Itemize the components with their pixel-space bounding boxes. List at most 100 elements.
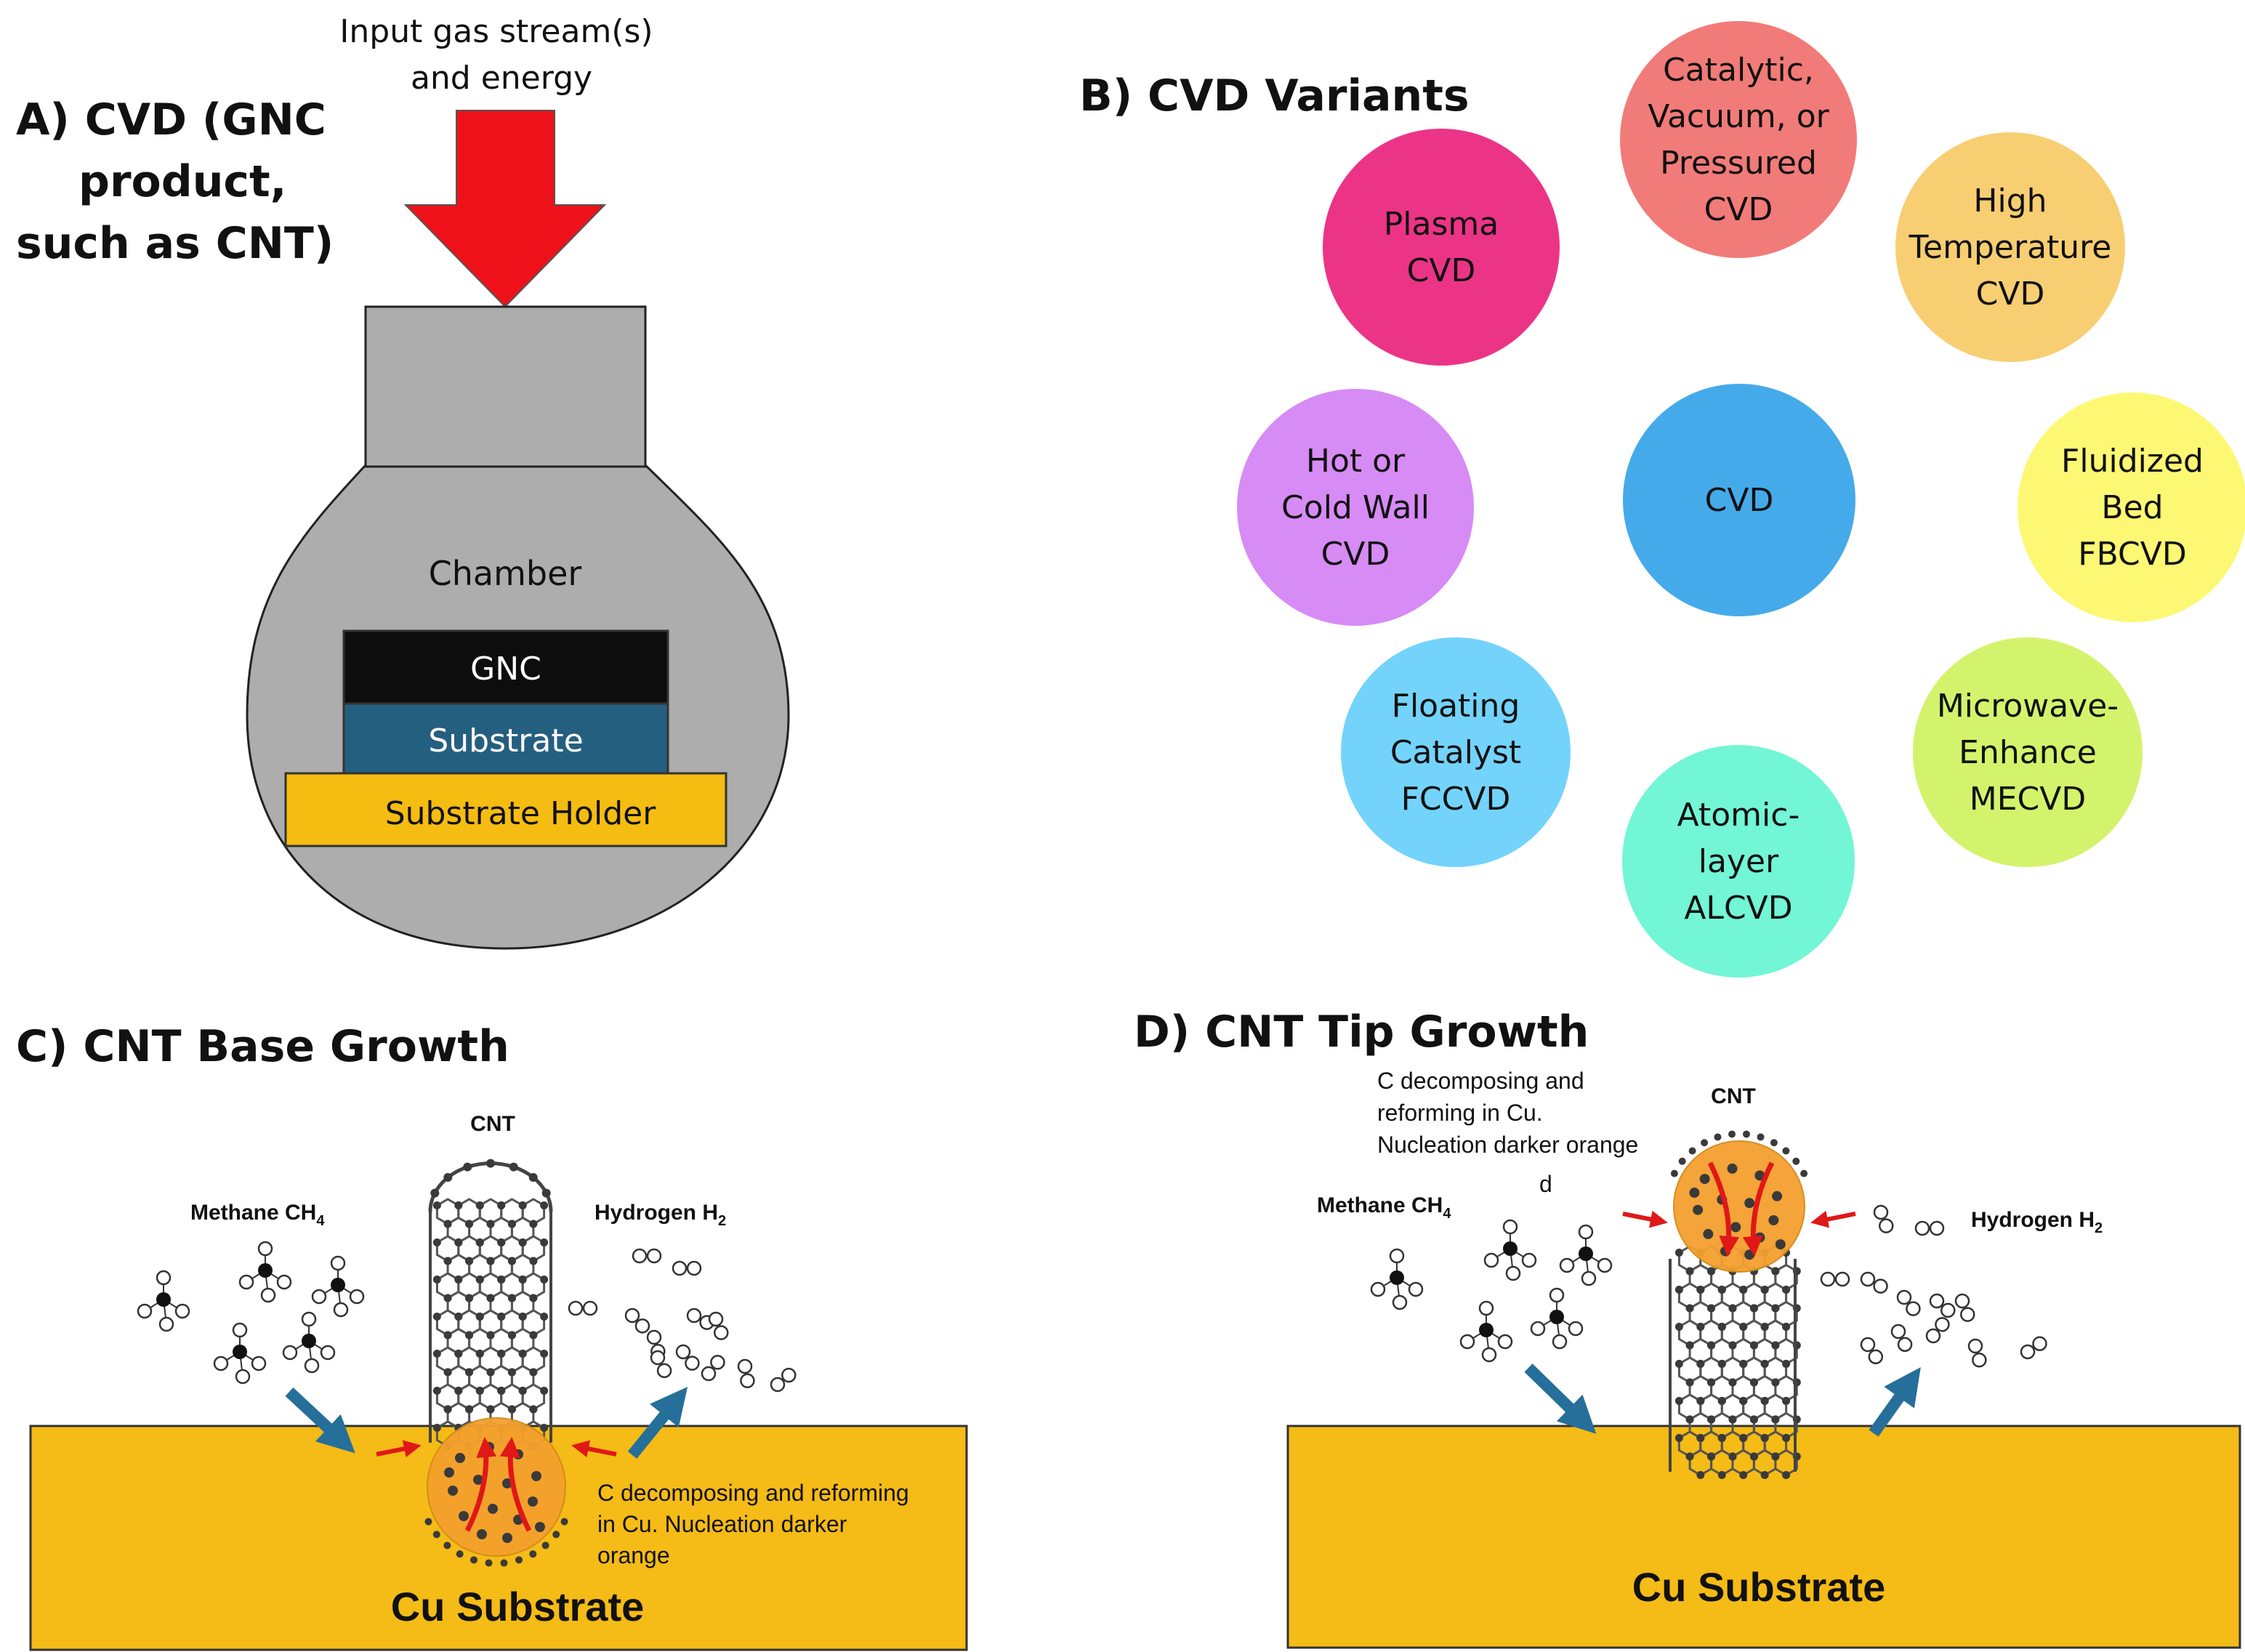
cnt-carbon-atom [540,1387,549,1395]
variant-disc [1895,132,2125,362]
cnt-carbon-atom [1685,1452,1694,1461]
hydrogen-atom [1972,1353,1987,1368]
cnt-carbon-atom [443,1368,452,1377]
variant-2-label-line: Fluidized [2061,443,2204,480]
methane-molecule [1530,1287,1584,1350]
cnt-carbon-atom [529,1368,538,1377]
variant-disc [1622,745,1855,978]
note-d: C decomposing and reforming in Cu. Nucle… [1377,1068,1645,1197]
cnt-carbon-atom [432,1424,441,1432]
hydrogen-molecule [1890,1323,1913,1353]
input-arrow-icon [403,110,607,308]
cnt-carbon-atom [1717,1360,1726,1368]
hydrogen-atom [650,1350,666,1366]
variant-1-label-line: CVD [1976,275,2045,313]
cnt-carbon-atom [1739,1360,1748,1368]
hydrogen-atom [1392,1294,1408,1310]
hydrogen-molecule [624,1308,650,1334]
hydrogen-atom [1389,1248,1405,1264]
hydrogen-molecule [1873,1204,1894,1233]
methane-molecule [213,1322,267,1385]
cnt-carbon-atom [518,1276,527,1284]
dissolved-carbon-atom [473,1475,483,1485]
dissolved-carbon-atom [502,1533,512,1543]
cnt-carbon-atom [1707,1378,1716,1387]
hydrogen-molecule [1967,1338,1987,1368]
hydrogen-atom [304,1358,320,1374]
methane-molecule [1483,1219,1537,1281]
cnt-carbon-atom [432,1387,441,1395]
cnt-carbon-atom [540,1276,549,1284]
cnt-carbon-atom [454,1201,463,1209]
hydrogen-atom [1597,1257,1613,1273]
hydrogen-atom [672,1260,688,1276]
hydrogen-atom [675,1344,691,1360]
cnt-carbon-atom [1749,1304,1758,1313]
hydrogen-atom [158,1316,174,1332]
methane-molecule [1459,1300,1513,1363]
hydrogen-atom [737,1358,753,1374]
cnt-carbon-atom [518,1201,527,1209]
cnt-carbon-atom [540,1201,549,1209]
surface-carbon-atom [1800,1169,1808,1177]
dissolved-carbon-atom [1744,1249,1755,1260]
cnt-carbon-atom [529,1405,538,1414]
hydrogen-atom [232,1322,248,1338]
hydrogen-atom [174,1303,190,1319]
dissolved-carbon-atom [1699,1174,1710,1185]
cnt-carbon-atom [529,1220,538,1228]
cnt-carbon-atom [475,1350,484,1358]
chamber-neck [364,305,647,468]
hydrogen-atom [1959,1307,1975,1322]
cnt-carbon-atom [1771,1341,1780,1350]
cnt-carbon-atom [1707,1452,1716,1461]
hydrogen-molecule [770,1367,797,1393]
cnt-carbon-atom [454,1313,463,1321]
variant-0-label-line: Catalytic, [1663,52,1814,89]
hydrogen-atom [1834,1271,1850,1287]
cnt-carbon-atom [1728,1452,1737,1461]
cnt-cap-atom [463,1162,472,1172]
cnt-carbon-atom [486,1294,495,1302]
carbon-atom [156,1292,171,1307]
cnt-carbon-atom [529,1294,538,1302]
cnt-carbon-atom [1707,1304,1716,1313]
variant-3-label-line: Microwave- [1937,688,2119,725]
hydrogen-atom [1370,1281,1386,1297]
surface-carbon-atom [1782,1147,1790,1155]
dissolved-carbon-atom [1730,1222,1741,1233]
hydrogen-atom [1578,1224,1594,1240]
hydrogen-atom [333,1302,349,1318]
cnt-cap-atom [509,1162,518,1172]
hydrogen-molecule [1925,1317,1950,1344]
hydrogen-atom [330,1255,346,1271]
hydrogen-molecule [1820,1271,1850,1287]
cnt-carbon-atom [486,1257,495,1265]
hydrogen-atom [1868,1349,1884,1365]
cnt-carbon-atom [443,1331,452,1339]
gnc-label: GNC [470,650,541,688]
particle-atoms-tip [1622,1130,1856,1260]
variant-6-label-line: Cold Wall [1281,489,1430,526]
cnt-carbon-atom [432,1313,441,1321]
molecules-tip [1370,1204,2047,1368]
cnt-carbon-atom [1674,1397,1683,1405]
hydrogen-atom [1497,1334,1513,1350]
hydrogen-atom [260,1287,276,1303]
hydrogen-atom [257,1241,273,1257]
cnt-carbon-atom [1685,1341,1694,1350]
dissolved-carbon-atom [528,1496,538,1507]
hydrogen-atom [624,1308,640,1323]
hydrogen-atom [568,1300,584,1316]
dissolved-carbon-atom [477,1529,487,1539]
cnt-cap [428,1161,553,1212]
surface-carbon-atom [541,1542,549,1550]
cnt-carbon-atom [454,1350,463,1358]
cnt-carbon-atom [1771,1378,1780,1387]
cnt-carbon-atom [465,1331,474,1339]
cnt-cap-atom [443,1173,453,1182]
cnt-carbon-atom [518,1387,527,1395]
dissolved-carbon-atom [459,1511,469,1521]
substrate-holder-label: Substrate Holder [385,795,657,832]
